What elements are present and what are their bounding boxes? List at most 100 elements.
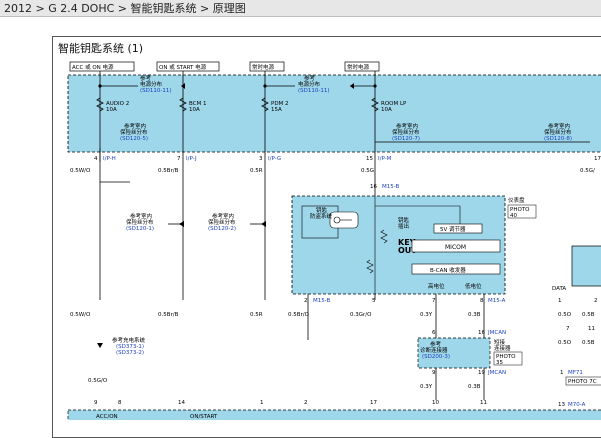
dash-0: 仪表盘 [508,196,525,204]
module-bcan: B-CAN 收发器 [430,266,466,274]
right-data: DATA [552,286,566,292]
right-pin-11: 11 [588,326,595,332]
right-m70a: M70-A [568,402,586,408]
bottom-pin-7: 7 [432,298,436,304]
ref-fuse-c-1: 保险丝分布 [544,128,572,136]
wire-bot-brb: 0.5Br/B [158,312,179,318]
wire-bot-r: 0.5R [250,312,263,318]
power-label-on: ON 或 START 电源 [159,63,207,71]
bottom-module [67,409,601,420]
bottom-row-2: 2 [304,400,308,406]
right-pin-1: 1 [558,298,562,304]
dash-1: PHOTO [510,207,530,213]
bottom-row-14: 14 [178,400,185,406]
right-mf71: MF71 [568,370,583,376]
wire-bot-gro: 0.3Gr/O [350,312,372,318]
conn-m15b-top: M15-B [382,184,400,190]
ref-top-a-0: 参考 [140,74,152,82]
right-mf71-pin: 1 [560,370,564,376]
ref-mid-a-0: 参考室内 [130,212,152,220]
wire-bot-y: 0.3Y [420,312,433,318]
fuse-pdm-amp: 15A [271,107,282,113]
pin-m15b-16: 16 [370,184,377,190]
ref-charge-2: (SD373-2) [116,350,144,356]
wire-top-r: 0.5R [250,168,263,174]
module-right-label-1: 插出 [398,222,409,230]
pin-top-17: 17 [594,156,601,162]
pin-top-7: 7 [177,156,181,162]
ref-mid-b-2: (SD120-2) [208,226,236,232]
fuse-room-name: ROOM LP [381,101,407,107]
wire-bot-bro: 0.5Br/O [288,312,310,318]
module-micom: MICOM [445,244,466,251]
ref-fuse-a-0: 参考室内 [124,122,146,130]
right-pin-2: 2 [594,298,598,304]
ref-top-b-1: 电源分布 [298,80,321,88]
diagram-title: 智能钥匙系统 (1) [58,42,144,55]
right-wire-o2: 0.5O [558,340,572,346]
jmcan-wire-b: 0.3B [468,384,481,390]
jmcan-a-label: JMCAN [487,330,506,336]
module-left-label-0: 钥匙 [316,206,328,214]
ref-fuse-b-0: 参考室内 [396,122,418,130]
ref-mid-a-1: 保险丝分布 [126,218,154,226]
fuse-box [67,74,601,153]
jumper-0: 短接 [494,338,506,346]
conn-ipm: I/P-M [378,156,392,162]
jmcan-b-19: 19 [478,370,485,376]
wire-bot-wo: 0.5W/O [70,312,91,318]
wire-top-brb: 0.5Br/B [158,168,179,174]
bottom-row-10: 10 [432,400,439,406]
jmcan-b-9: 9 [432,370,436,376]
jmcan-wire-y: 0.3Y [420,384,433,390]
breadcrumb[interactable]: 2012 > G 2.4 DOHC > 智能钥匙系统 > 原理图 [0,0,601,17]
module-high: 高电位 [428,282,445,290]
ref-charge-0: 参考充电系统 [112,336,146,344]
conn-ipg: I/P-G [268,156,281,162]
jmcan-b-label: JMCAN [487,370,506,376]
jmcan-a-6: 6 [432,330,436,336]
bottom-row-9: 9 [94,400,98,406]
bottom-row-1: 1 [260,400,264,406]
ref-diag-0: 参考 [430,340,442,348]
jumper-1: 连接器 [494,344,511,352]
ref-mid-b-1: 保险丝分布 [208,218,236,226]
ref-diag-1: 诊断连接器 [420,346,448,354]
bottom-pin-8: 8 [480,298,484,304]
jumper-box [417,337,491,369]
right-wire-b2: 0.5B [582,340,595,346]
fuse-room-amp: 10A [381,107,392,113]
wire-bot-b: 0.3B [468,312,481,318]
bottom-conn-m15b: M15-B [313,298,331,304]
right-module [571,245,601,287]
power-label-const-1: 常时电源 [252,63,275,71]
schematic: ACC 或 ON 电源 ON 或 START 电源 常时电源 常时电源 [67,61,601,420]
pin-top-4: 4 [94,156,98,162]
fuse-pdm-name: PDM 2 [271,101,289,107]
wire-charge: 0.5G/O [88,378,108,384]
ref-top-b-2: (SD110-11) [298,88,330,94]
right-pin-7: 7 [566,326,570,332]
fuse-bcm-name: BCM 1 [189,101,207,107]
bottom-pin-2: 2 [304,298,308,304]
jumper-2: PHOTO [496,354,516,360]
module-right-label-0: 钥匙 [398,216,410,224]
bottom-label-on: ON/START [190,414,218,420]
ref-diag-2: (SD200-3) [422,354,450,360]
key-out-label-0: KEY [398,238,416,247]
fuse-bcm-amp: 10A [189,107,200,113]
ref-fuse-c-2: (SD120-8) [544,136,572,142]
ref-top-a-1: 电源分布 [140,80,163,88]
wire-top-wo: 0.5W/O [70,168,91,174]
module-left-label-1: 防盗系统 [310,212,333,220]
bottom-row-17: 17 [370,400,377,406]
ref-fuse-b-2: (SD120-7) [392,136,420,142]
conn-iph: I/P-H [103,156,116,162]
right-wire-b: 0.5B [582,312,595,318]
fuse-audio-name: AUDIO 2 [106,101,129,107]
ref-charge-1: (SD373-1) [116,344,144,350]
wire-top-g2: 0.5G/ [580,168,595,174]
bottom-conn-m15a: M15-A [488,298,506,304]
ref-top-a-2: (SD110-11) [140,88,172,94]
pin-top-15: 15 [366,156,373,162]
